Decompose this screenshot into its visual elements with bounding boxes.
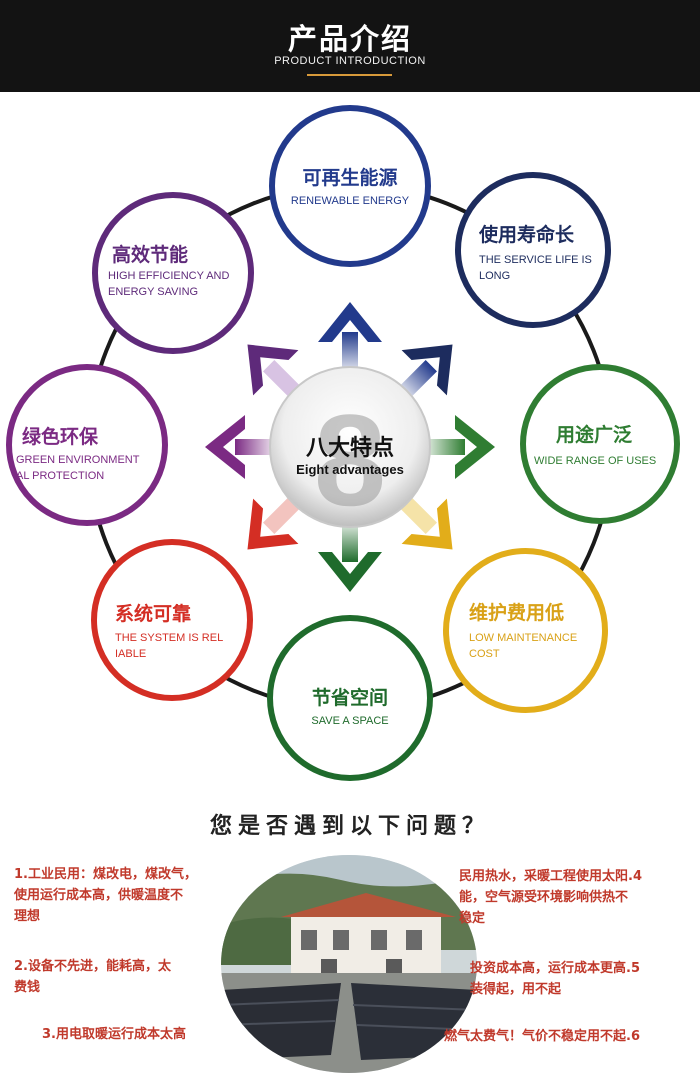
problem-right-2: 投资成本高，运行成本更高.5 装得起，用不起 xyxy=(470,961,640,997)
arrow-up-icon xyxy=(318,302,382,377)
feature-save-space: 节省空间 SAVE A SPACE xyxy=(267,615,433,781)
problem-right-3: 燃气太费气！气价不稳定用不起.6 xyxy=(444,1029,640,1044)
feature-low-maintenance: 维护费用低 LOW MAINTENANCE COST xyxy=(443,548,608,713)
feature-subtitle: HIGH EFFICIENCY AND ENERGY SAVING xyxy=(108,270,230,298)
feature-title: 节省空间 xyxy=(311,687,388,709)
feature-subtitle: WIDE RANGE OF USES xyxy=(534,455,657,467)
center-disc xyxy=(269,366,431,528)
arrow-left-icon xyxy=(205,415,280,479)
center-number: 8 xyxy=(314,387,386,533)
feature-title: 高效节能 xyxy=(112,244,189,266)
feature-title: 绿色环保 xyxy=(22,426,99,448)
feature-title: 可再生能源 xyxy=(302,167,398,189)
feature-subtitle: GREEN ENVIRONMENT AL PROTECTION xyxy=(16,454,140,482)
feature-title: 使用寿命长 xyxy=(479,224,575,246)
feature-wide-use: 用途广泛 WIDE RANGE OF USES xyxy=(520,364,680,524)
feature-subtitle: THE SERVICE LIFE IS LONG xyxy=(479,254,592,282)
feature-subtitle: LOW MAINTENANCE COST xyxy=(469,632,578,660)
header-divider xyxy=(307,74,392,76)
questions-title: 您是否遇到以下问题？ xyxy=(209,813,490,839)
arrow-down-icon xyxy=(318,517,382,592)
header-banner: 产品介绍 PRODUCT INTRODUCTION xyxy=(0,0,700,92)
header-subtitle: PRODUCT INTRODUCTION xyxy=(274,55,426,67)
feature-subtitle: SAVE A SPACE xyxy=(311,715,389,727)
center-subtitle: Eight advantages xyxy=(296,462,404,477)
problem-left-2: 2.设备不先进，能耗高，太 费钱 xyxy=(14,959,171,995)
feature-subtitle: RENEWABLE ENERGY xyxy=(290,195,410,207)
feature-renewable: 可再生能源 RENEWABLE ENERGY xyxy=(269,105,431,267)
problem-left-1: 1.工业民用：煤改电，煤改气， 使用运行成本高，供暖温度不 理想 xyxy=(14,867,197,924)
feature-long-life: 使用寿命长 THE SERVICE LIFE IS LONG xyxy=(455,172,611,328)
house-photo xyxy=(221,855,477,1073)
feature-title: 维护费用低 xyxy=(469,602,565,624)
problem-left-3: 3.用电取暖运行成本太高 xyxy=(42,1027,186,1042)
feature-title: 用途广泛 xyxy=(556,424,633,446)
feature-green: 绿色环保 GREEN ENVIRONMENT AL PROTECTION xyxy=(6,364,168,526)
center-title: 八大特点 xyxy=(305,436,394,461)
feature-efficiency: 高效节能 HIGH EFFICIENCY AND ENERGY SAVING xyxy=(92,192,254,354)
header-title: 产品介绍 xyxy=(287,22,412,56)
feature-title: 系统可靠 xyxy=(115,603,192,625)
problem-right-1: 民用热水，采暖工程使用太阳.4 能，空气源受环境影响供热不 稳定 xyxy=(459,869,642,926)
arrow-right-icon xyxy=(420,415,495,479)
features-diagram: 8 xyxy=(86,183,614,711)
feature-subtitle: THE SYSTEM IS REL IABLE xyxy=(115,632,224,660)
feature-reliable: 系统可靠 THE SYSTEM IS REL IABLE xyxy=(91,539,253,701)
